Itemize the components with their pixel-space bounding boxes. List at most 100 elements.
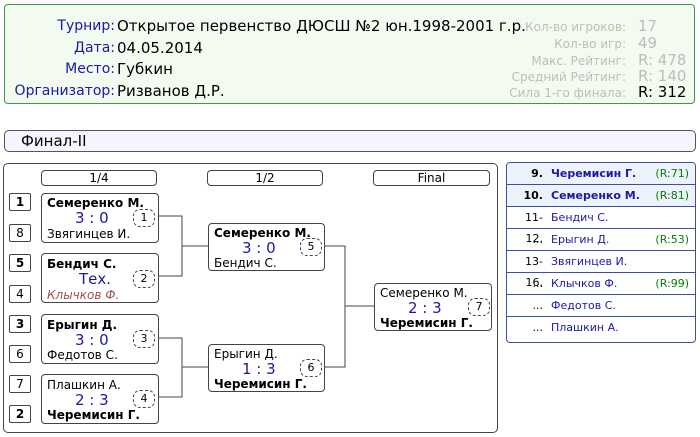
standings-player-name: Клычков Ф. <box>551 277 618 290</box>
final-strength-label: Сила 1-го финала: <box>509 86 626 100</box>
player-loser: Ерыгин Д. <box>214 347 278 361</box>
standings-player-name: Звягинцев И. <box>551 255 628 268</box>
tournament-row: Турнир: <box>5 15 115 37</box>
standings-rating: (R:71) <box>655 167 689 180</box>
match-score: 3 : 0 <box>75 331 109 349</box>
seed-badge: 7 <box>9 375 31 393</box>
seed-badge: 3 <box>9 315 31 333</box>
standings-player-name: Ерыгин Д. <box>551 233 610 246</box>
standings-row[interactable]: ... Плашкин А. <box>507 317 695 339</box>
match-number-badge: 4 <box>133 390 155 408</box>
player-winner: Ерыгин Д. <box>47 318 118 332</box>
tournament-value: Открытое первенство ДЮСШ №2 юн.1998-2001… <box>117 17 526 35</box>
round-header-final: Final <box>373 170 490 186</box>
players-count-value: 17 <box>638 17 658 35</box>
max-rating-label: Макс. Рейтинг: <box>531 54 626 68</box>
match-score: 1 : 3 <box>242 360 276 378</box>
standings-place: ... <box>532 321 544 334</box>
standings-place: ... <box>532 277 544 290</box>
seed-badge: 2 <box>9 405 31 423</box>
player-loser: Федотов С. <box>47 348 118 362</box>
match-score: 3 : 0 <box>242 239 276 257</box>
round-header-quarterfinal: 1/4 <box>41 170 157 186</box>
seed-badge: 5 <box>9 254 31 272</box>
standings-row[interactable]: 11-12. Бендич С. <box>507 207 695 245</box>
date-label: Дата: <box>74 40 115 56</box>
match-score: 2 : 3 <box>75 391 109 409</box>
match-number-badge: 6 <box>300 359 322 377</box>
date-value: 04.05.2014 <box>117 39 203 57</box>
match-qf-4[interactable]: Плашкин А. 2 : 3 Черемисин Г. 4 <box>41 374 159 424</box>
date-row: Дата: <box>5 37 115 59</box>
standings-place: ... <box>532 233 544 246</box>
standings-panel: 9. Черемисин Г. (R:71) 10. Семеренко М. … <box>506 162 696 343</box>
standings-rating: (R:53) <box>655 233 689 246</box>
final-strength-value: R: 312 <box>638 83 687 101</box>
match-final[interactable]: Семеренко М. 2 : 3 Черемисин Г. 7 <box>374 283 492 331</box>
standings-player-name: Черемисин Г. <box>551 167 637 180</box>
standings-player-name: Федотов С. <box>551 299 616 312</box>
organizer-label: Организатор: <box>14 83 115 99</box>
player-loser: Плашкин А. <box>47 378 121 392</box>
max-rating-value: R: 478 <box>638 51 687 69</box>
player-loser: Семеренко М. <box>380 286 468 300</box>
section-tab-final-ii[interactable]: Финал-II <box>4 130 696 152</box>
standings-row[interactable]: 13-16. Звягинцев И. <box>507 251 695 289</box>
match-qf-3[interactable]: Ерыгин Д. 3 : 0 Федотов С. 3 <box>41 314 159 364</box>
avg-rating-label: Средний Рейтинг: <box>511 70 626 84</box>
games-count-label: Кол-во игр: <box>554 37 626 51</box>
match-score: 2 : 3 <box>408 299 442 317</box>
standings-place: 9. <box>531 167 543 180</box>
section-title: Финал-II <box>21 132 87 150</box>
player-winner: Семеренко М. <box>214 226 311 240</box>
match-qf-1[interactable]: Семеренко М. 3 : 0 Звягинцев И. 1 <box>41 193 159 243</box>
bracket-panel: 1/4 1/2 Final 1 8 Семеренко М. 3 : 0 Звя… <box>3 163 498 433</box>
match-sf-2[interactable]: Ерыгин Д. 1 : 3 Черемисин Г. 6 <box>208 344 325 392</box>
standings-player-name: Бендич С. <box>551 211 609 224</box>
avg-rating-value: R: 140 <box>638 67 687 85</box>
standings-place: 10. <box>523 189 544 202</box>
organizer-row: Организатор: <box>5 80 115 102</box>
standings-place: 11-12. <box>525 211 543 245</box>
standings-row[interactable]: ... Федотов С. <box>507 295 695 317</box>
player-loser: Звягинцев И. <box>47 227 131 241</box>
match-number-badge: 3 <box>133 330 155 348</box>
seed-badge: 8 <box>9 224 31 242</box>
tournament-info-panel: Турнир: Открытое первенство ДЮСШ №2 юн.1… <box>4 4 695 104</box>
standings-row[interactable]: ... Ерыгин Д. (R:53) <box>507 229 695 251</box>
standings-row[interactable]: 10. Семеренко М. (R:81) <box>507 185 695 207</box>
tournament-label: Турнир: <box>57 18 115 34</box>
player-loser: Бендич С. <box>214 256 277 270</box>
place-row: Место: <box>5 58 115 80</box>
place-label: Место: <box>65 61 115 77</box>
player-winner: Черемисин Г. <box>380 316 473 330</box>
player-winner: Черемисин Г. <box>214 377 307 391</box>
player-winner: Семеренко М. <box>47 196 144 210</box>
match-qf-2[interactable]: Бендич С. Тех. Клычков Ф. 2 <box>41 253 159 303</box>
standings-player-name: Семеренко М. <box>551 189 640 202</box>
games-count-value: 49 <box>638 34 658 52</box>
match-number-badge: 1 <box>133 209 155 227</box>
player-winner: Бендич С. <box>47 257 117 271</box>
match-number-badge: 5 <box>300 238 322 256</box>
players-count-label: Кол-во игроков: <box>525 20 626 34</box>
player-loser: Клычков Ф. <box>47 288 120 302</box>
match-score: 3 : 0 <box>75 209 109 227</box>
standings-player-name: Плашкин А. <box>551 321 619 334</box>
round-header-semifinal: 1/2 <box>207 170 323 186</box>
standings-row[interactable]: ... Клычков Ф. (R:99) <box>507 273 695 295</box>
seed-badge: 6 <box>9 345 31 363</box>
place-value: Губкин <box>117 60 173 78</box>
bracket-connector-lines <box>159 215 374 398</box>
seed-badge: 4 <box>9 285 31 303</box>
standings-rating: (R:99) <box>655 277 689 290</box>
match-number-badge: 2 <box>133 270 155 288</box>
organizer-value: Ризванов Д.Р. <box>117 82 225 100</box>
match-sf-1[interactable]: Семеренко М. 3 : 0 Бендич С. 5 <box>208 223 325 271</box>
player-winner: Черемисин Г. <box>47 408 140 422</box>
standings-place: 13-16. <box>525 255 543 289</box>
standings-row[interactable]: 9. Черемисин Г. (R:71) <box>507 163 695 185</box>
match-number-badge: 7 <box>468 298 490 316</box>
standings-rating: (R:81) <box>655 189 689 202</box>
seed-badge: 1 <box>9 193 31 211</box>
